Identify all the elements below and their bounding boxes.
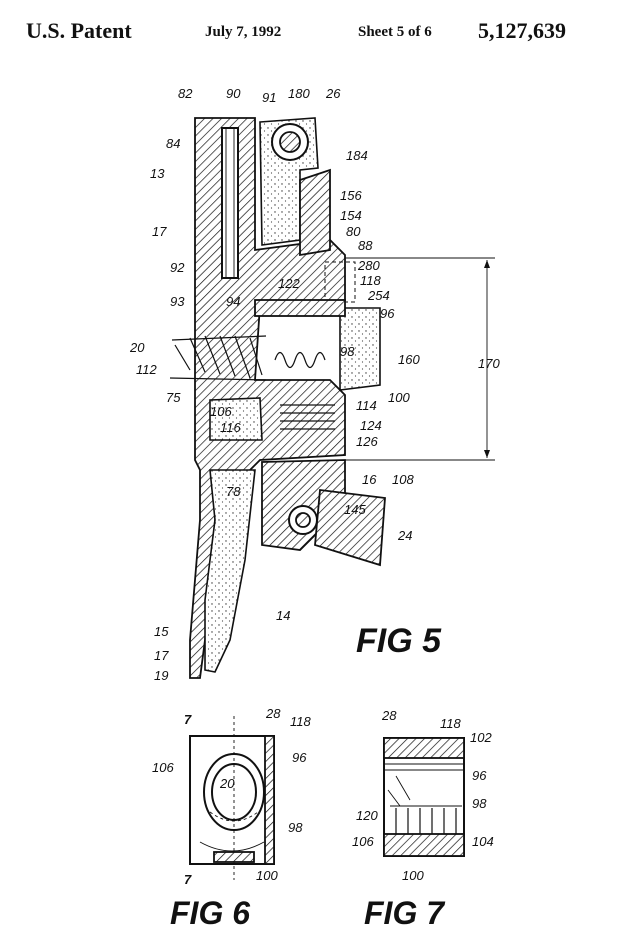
ref-145: 145	[344, 502, 366, 517]
patent-number: 5,127,639	[478, 18, 566, 43]
ref-92: 92	[170, 260, 185, 275]
ref-254: 254	[367, 288, 390, 303]
ref7-28: 28	[381, 708, 397, 723]
ref6-28: 28	[265, 706, 281, 721]
ref-154: 154	[340, 208, 362, 223]
patent-label: U.S. Patent	[26, 18, 132, 43]
ref7-102: 102	[470, 730, 492, 745]
fig6-reference-labels: 7 28 118 106 96 20 98 7 100	[152, 706, 311, 887]
ref-280: 280	[357, 258, 380, 273]
section-7-bottom: 7	[184, 872, 192, 887]
fig5-reference-labels: 82 90 91 180 26 84 184 13 156 154 80 88 …	[129, 86, 500, 683]
ref-24: 24	[397, 528, 412, 543]
section-7-top: 7	[184, 712, 192, 727]
ref7-106: 106	[352, 834, 374, 849]
ref-180: 180	[288, 86, 310, 101]
ref7-104: 104	[472, 834, 494, 849]
ref7-98: 98	[472, 796, 487, 811]
ref-106: 106	[210, 404, 232, 419]
ref-17: 17	[152, 224, 167, 239]
ref-112: 112	[136, 362, 157, 377]
ref6-118: 118	[290, 714, 311, 729]
ref-114: 114	[356, 398, 377, 413]
ref-26: 26	[325, 86, 341, 101]
ref7-100: 100	[402, 868, 424, 883]
ref-78: 78	[226, 484, 241, 499]
ref-84: 84	[166, 136, 180, 151]
ref-170: 170	[478, 356, 500, 371]
ref-126: 126	[356, 434, 378, 449]
ref-118: 118	[360, 273, 381, 288]
ref-94: 94	[226, 294, 240, 309]
coil-spring-20	[169, 335, 267, 381]
ref-82: 82	[178, 86, 193, 101]
ref-20: 20	[129, 340, 145, 355]
ref7-118: 118	[440, 716, 461, 731]
ref6-100: 100	[256, 868, 278, 883]
ref6-96: 96	[292, 750, 307, 765]
fig5-title: FIG 5	[356, 622, 442, 660]
ref-122: 122	[278, 276, 300, 291]
ref-13: 13	[150, 166, 165, 181]
ref-156: 156	[340, 188, 362, 203]
fig5-drawing	[169, 117, 495, 679]
ref-124: 124	[360, 418, 382, 433]
fig7-reference-labels: 28 118 102 96 120 98 106 104 100	[352, 708, 494, 883]
sheet-number: Sheet 5 of 6	[358, 24, 432, 40]
ref-160: 160	[398, 352, 420, 367]
ref-98: 98	[340, 344, 355, 359]
ref-184: 184	[346, 148, 368, 163]
ref-19: 19	[154, 668, 168, 683]
ref-17b: 17	[154, 648, 169, 663]
ref-108: 108	[392, 472, 414, 487]
fig6-title: FIG 6	[170, 895, 250, 931]
fig7-title: FIG 7	[364, 895, 446, 931]
ref-16: 16	[362, 472, 377, 487]
ref7-120: 120	[356, 808, 378, 823]
ref-15: 15	[154, 624, 169, 639]
ref-116: 116	[220, 420, 241, 435]
ref-93: 93	[170, 294, 185, 309]
ref-80: 80	[346, 224, 361, 239]
ref-91: 91	[262, 90, 276, 105]
ref6-20: 20	[219, 776, 235, 791]
ref-75: 75	[166, 390, 181, 405]
fig7-drawing	[383, 737, 465, 857]
ref-88: 88	[358, 238, 373, 253]
ref6-106: 106	[152, 760, 174, 775]
ref-100: 100	[388, 390, 410, 405]
patent-date: July 7, 1992	[205, 24, 282, 40]
fig6-drawing	[189, 716, 275, 880]
ref-96: 96	[380, 306, 395, 321]
ref-14: 14	[276, 608, 290, 623]
ref6-98: 98	[288, 820, 303, 835]
ref7-96: 96	[472, 768, 487, 783]
ref-90: 90	[226, 86, 241, 101]
